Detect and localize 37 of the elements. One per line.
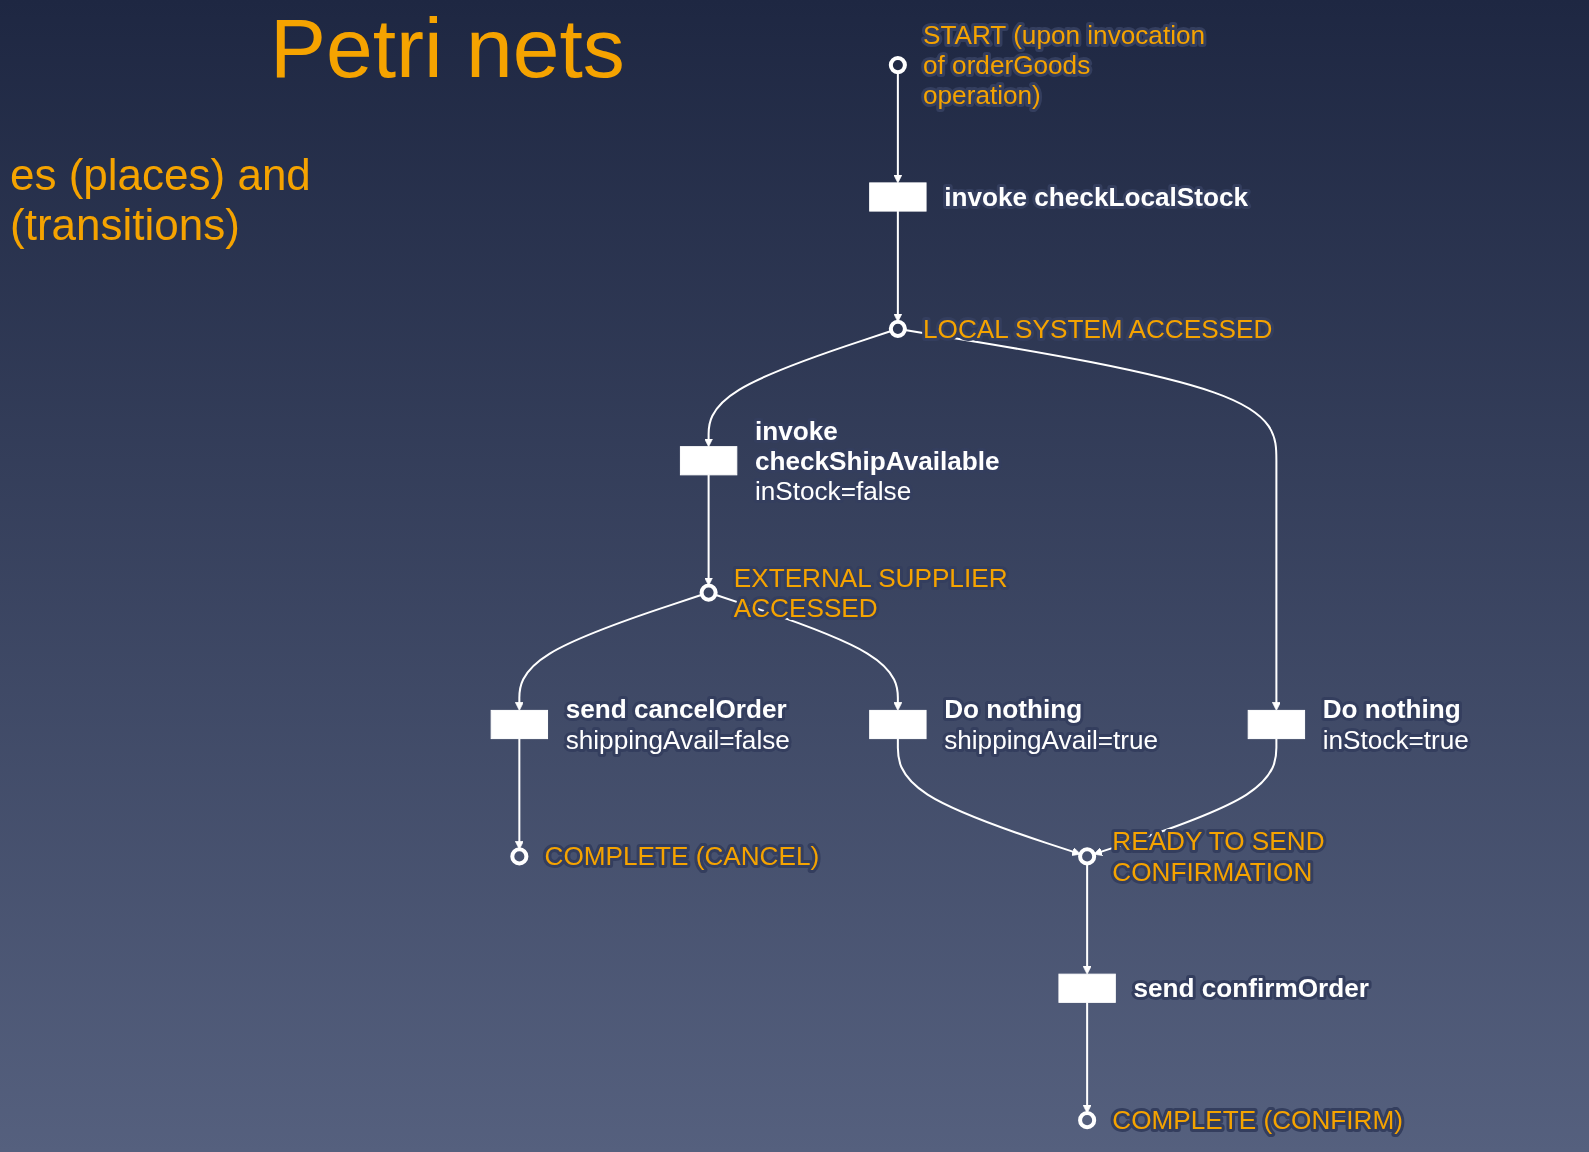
arrow (514, 738, 524, 850)
transition-label: send confirmOrder (1133, 973, 1369, 1004)
transition-bar (869, 709, 927, 740)
place-circle (510, 847, 529, 866)
place-label: START (upon invocation of orderGoods operation) (923, 19, 1206, 111)
transition-label: inStock=false (754, 476, 912, 506)
arrow (893, 72, 903, 184)
arrow (514, 593, 703, 711)
arrow (1082, 1002, 1092, 1114)
transition-label: invoke checkLocalStock (944, 182, 1248, 213)
title: Petri nets (270, 0, 625, 97)
place-circle (1078, 847, 1097, 866)
place-circle (699, 583, 718, 602)
note-text: es (places) and (transitions) (10, 150, 312, 250)
transition-bar (869, 182, 927, 212)
arrow (704, 474, 714, 586)
transition-label: Do nothing (1322, 694, 1461, 725)
arrow (893, 211, 903, 323)
transition-label: Do nothing (944, 694, 1083, 725)
transition-bar (1247, 709, 1306, 740)
arrow (704, 330, 892, 448)
place-label: LOCAL SYSTEM ACCESSED (923, 313, 1273, 344)
transition-bar (490, 709, 549, 740)
transition-label: shippingAvail=true (944, 724, 1159, 755)
transition-label: shippingAvail=false (565, 724, 790, 755)
place-label: COMPLETE (CANCEL) (544, 841, 820, 872)
arrow (904, 329, 1281, 711)
transition-label: send cancelOrder (565, 694, 787, 725)
place-circle (888, 56, 907, 75)
transition-label: inStock=true (1322, 724, 1469, 755)
place-circle (1078, 1111, 1097, 1130)
place-circle (888, 319, 907, 338)
arrow (1082, 863, 1092, 975)
place-label: COMPLETE (CONFIRM) (1112, 1105, 1403, 1136)
arrow (896, 738, 1081, 856)
transition-bar (679, 446, 738, 476)
transition-bar (1058, 973, 1116, 1003)
